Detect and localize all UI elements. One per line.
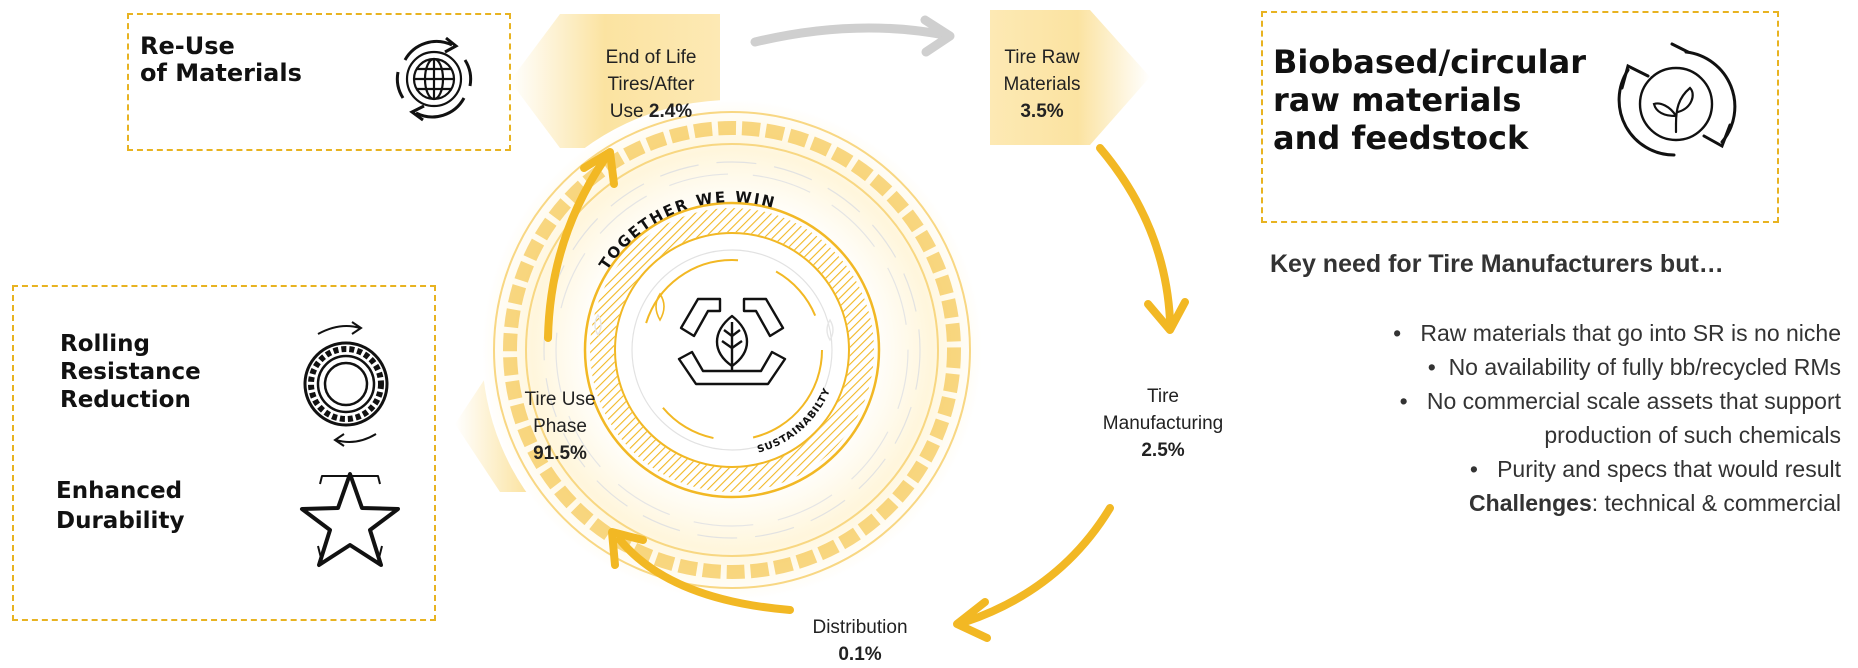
end-of-life-line1: End of Life (605, 47, 697, 68)
raw-materials-pentagon (990, 10, 1150, 145)
star-icon (300, 472, 400, 567)
challenges-label: Challenges (1469, 490, 1592, 516)
bullet-3: • No commercial scale assets that suppor… (1399, 388, 1841, 414)
rotating-tire-icon (303, 321, 389, 447)
biobased-line2: raw materials (1273, 81, 1522, 119)
rolling-label: Rolling Resistance Reduction (60, 330, 201, 414)
distribution-line1: Distribution (812, 617, 908, 638)
biobased-line3: and feedstock (1273, 119, 1529, 157)
key-need-heading: Key need for Tire Manufacturers but… (1270, 250, 1724, 278)
arrow-raw-to-manufacturing (1096, 144, 1174, 324)
biobased-label: Biobased/circular raw materials and feed… (1273, 43, 1586, 157)
leaf-cycle-icon (677, 297, 787, 386)
arrow-manufacturing-to-distribution (961, 504, 1114, 626)
stage-end-of-life: End of Life Tires/After Use 2.4% (586, 44, 716, 125)
bullet-4-text: Purity and specs that would result (1497, 456, 1841, 482)
manufacturing-value: 2.5% (1141, 440, 1185, 461)
leaf-recycle-icon (1617, 42, 1737, 157)
reuse-box (127, 13, 511, 151)
end-of-life-use: Use (609, 101, 644, 122)
rolling-line1: Rolling (60, 331, 151, 357)
arrow-use-to-end-of-life (544, 156, 608, 342)
reuse-line2: of Materials (140, 58, 302, 87)
stage-use-phase: Tire Use Phase 91.5% (505, 386, 615, 467)
use-phase-line1: Tire Use (524, 389, 596, 410)
bullet-1: • Raw materials that go into SR is no ni… (1393, 320, 1841, 346)
rolling-line3: Reduction (60, 387, 191, 413)
challenges-text: : technical & commercial (1591, 490, 1841, 516)
arrow-distribution-to-use (616, 536, 794, 614)
end-of-life-value: 2.4% (648, 101, 693, 122)
durability-line2: Durability (56, 508, 185, 534)
bullet-3-cont: production of such chemicals (1245, 418, 1841, 452)
use-phase-value: 91.5% (533, 443, 587, 464)
bullet-2: • No availability of fully bb/recycled R… (1427, 354, 1841, 380)
stage-manufacturing: Tire Manufacturing 2.5% (1083, 383, 1243, 464)
stage-raw-materials: Tire Raw Materials 3.5% (980, 44, 1104, 125)
raw-materials-line2: Materials (1003, 74, 1081, 95)
manufacturing-line1: Tire (1146, 386, 1180, 407)
key-need-bullets: • Raw materials that go into SR is no ni… (1245, 316, 1841, 520)
end-of-life-line2: Tires/After (607, 74, 695, 95)
bullet-2-text: No availability of fully bb/recycled RMs (1448, 354, 1841, 380)
reuse-line1: Re-Use (140, 32, 235, 60)
raw-materials-line1: Tire Raw (1004, 47, 1080, 68)
stage-distribution: Distribution 0.1% (790, 614, 930, 668)
bullet-3-text: No commercial scale assets that support (1426, 388, 1841, 414)
durability-line1: Enhanced (56, 478, 183, 504)
reuse-label: Re-Use of Materials (140, 33, 302, 87)
raw-materials-value: 3.5% (1020, 101, 1064, 122)
manufacturing-line2: Manufacturing (1102, 413, 1224, 434)
distribution-value: 0.1% (838, 644, 882, 665)
rolling-line2: Resistance (60, 359, 201, 385)
end-of-life-line3: Use 2.4% (586, 98, 716, 125)
globe-recycle-icon (395, 36, 473, 122)
gray-cycle-arrow (750, 23, 950, 47)
biobased-box (1261, 11, 1779, 223)
bullet-4: • Purity and specs that would result (1469, 456, 1841, 482)
bullet-1-text: Raw materials that go into SR is no nich… (1420, 320, 1841, 346)
bullet-3-cont-text: production of such chemicals (1544, 422, 1841, 448)
challenges-line: Challenges: technical & commercial (1245, 486, 1841, 520)
use-phase-line2: Phase (533, 416, 587, 437)
use-benefits-box (12, 285, 436, 621)
durability-label: Enhanced Durability (56, 476, 184, 536)
biobased-line1: Biobased/circular (1273, 43, 1586, 81)
